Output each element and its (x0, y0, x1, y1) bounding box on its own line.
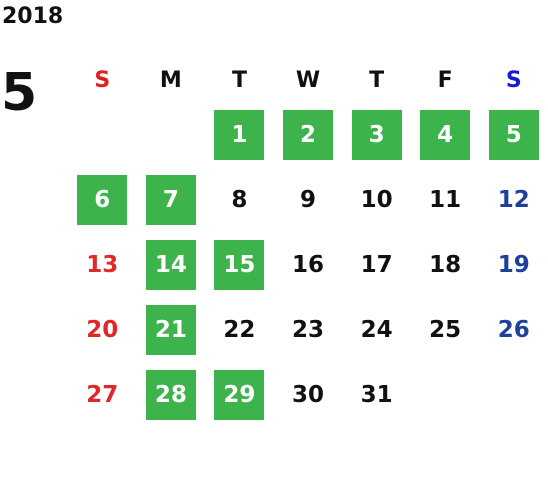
calendar-cell: 31 (342, 362, 411, 427)
calendar-cell: 1 (205, 102, 274, 167)
year-label: 2018 (2, 4, 64, 29)
calendar-day-highlighted: 7 (145, 174, 196, 225)
calendar-cell: 5 (479, 102, 548, 167)
calendar-day: 23 (292, 316, 325, 343)
calendar-cell: 26 (479, 297, 548, 362)
weekday-tuesday: T (231, 68, 247, 93)
calendar-day: 16 (292, 251, 325, 278)
calendar-cell: 20 (68, 297, 137, 362)
calendar-day-highlighted: 28 (145, 369, 196, 420)
calendar-cell: 14 (137, 232, 206, 297)
calendar-cell: 27 (68, 362, 137, 427)
calendar-day: 19 (497, 251, 530, 278)
calendar-day-highlighted: 15 (214, 239, 265, 290)
calendar-cell: 21 (137, 297, 206, 362)
calendar-day: 26 (497, 316, 530, 343)
calendar-day: 22 (223, 316, 256, 343)
calendar-day-highlighted: 4 (420, 109, 471, 160)
calendar-cell: 8 (205, 167, 274, 232)
calendar-day: 12 (497, 186, 530, 213)
weekday-saturday: S (505, 68, 522, 93)
calendar-day-highlighted: 6 (77, 174, 128, 225)
calendar-cell: 10 (342, 167, 411, 232)
calendar-cell: 11 (411, 167, 480, 232)
calendar-day-highlighted: 1 (214, 109, 265, 160)
calendar-cell: 28 (137, 362, 206, 427)
weekday-sunday: S (94, 68, 111, 93)
calendar-cell: 3 (342, 102, 411, 167)
calendar-cell: 17 (342, 232, 411, 297)
calendar-day: 10 (360, 186, 393, 213)
calendar-cell: 12 (479, 167, 548, 232)
calendar-cell: 15 (205, 232, 274, 297)
calendar-cell: 6 (68, 167, 137, 232)
calendar-day: 8 (231, 186, 248, 213)
calendar-day: 11 (429, 186, 462, 213)
weekday-wednesday: W (295, 68, 321, 93)
month-number: 5 (1, 63, 38, 123)
calendar-cell-empty (479, 362, 548, 427)
calendar-day: 9 (300, 186, 317, 213)
calendar-week-row: 20 21 22 23 24 25 26 (68, 297, 548, 362)
calendar-cell: 23 (274, 297, 343, 362)
calendar-cell: 30 (274, 362, 343, 427)
calendar-day: 25 (429, 316, 462, 343)
calendar-day-highlighted: 29 (214, 369, 265, 420)
weekday-friday: F (437, 68, 453, 93)
calendar-cell: 4 (411, 102, 480, 167)
calendar-day: 13 (86, 251, 119, 278)
calendar-cell: 18 (411, 232, 480, 297)
calendar-cell-empty (137, 102, 206, 167)
calendar-day: 17 (360, 251, 393, 278)
calendar-cell: 29 (205, 362, 274, 427)
calendar-day: 27 (86, 381, 119, 408)
calendar-day-highlighted: 3 (351, 109, 402, 160)
calendar-day: 30 (292, 381, 325, 408)
calendar-day: 20 (86, 316, 119, 343)
calendar-cell: 19 (479, 232, 548, 297)
weekday-thursday: T (369, 68, 385, 93)
calendar-cell-empty (68, 102, 137, 167)
calendar-cell: 9 (274, 167, 343, 232)
calendar-cell-empty (411, 362, 480, 427)
calendar-day: 18 (429, 251, 462, 278)
calendar-cell: 7 (137, 167, 206, 232)
calendar-cell: 24 (342, 297, 411, 362)
calendar-cell: 25 (411, 297, 480, 362)
calendar-cell: 2 (274, 102, 343, 167)
calendar-day: 31 (360, 381, 393, 408)
calendar-cell: 16 (274, 232, 343, 297)
calendar-week-row: 13 14 15 16 17 18 19 (68, 232, 548, 297)
calendar-day-highlighted: 2 (283, 109, 334, 160)
calendar-day-highlighted: 14 (145, 239, 196, 290)
calendar-day-highlighted: 21 (145, 304, 196, 355)
calendar-cell: 13 (68, 232, 137, 297)
calendar-cell: 22 (205, 297, 274, 362)
calendar-week-row: 27 28 29 30 31 (68, 362, 548, 427)
calendar-day-highlighted: 5 (488, 109, 539, 160)
calendar-day: 24 (360, 316, 393, 343)
weekday-header-row: S M T W T F S (68, 60, 548, 102)
weekday-monday: M (159, 68, 182, 93)
